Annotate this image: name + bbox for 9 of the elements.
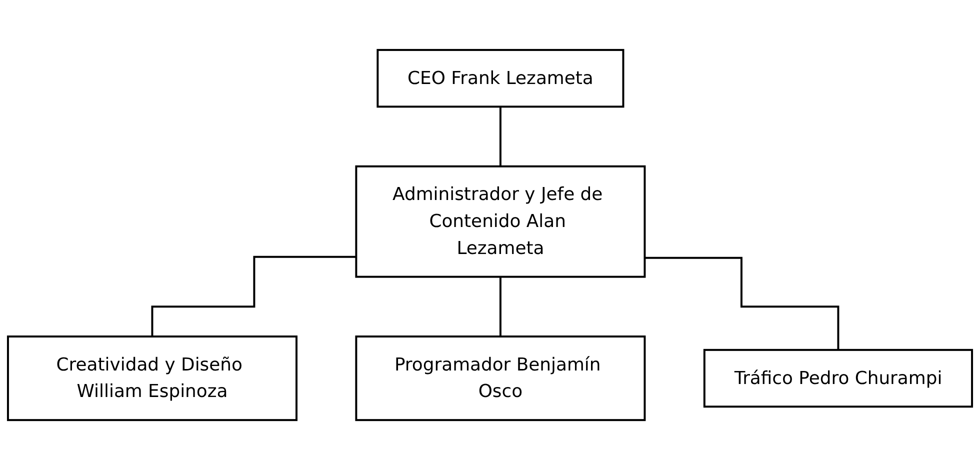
connector <box>499 106 502 168</box>
node-box: Administrador y Jefe de Contenido Alan Lezameta <box>355 165 646 278</box>
node-box: CEO Frank Lezameta <box>376 48 624 108</box>
connector <box>644 256 840 351</box>
node-box: Tráfico Pedro Churampi <box>703 348 974 408</box>
node-box: Creatividad y Diseño William Espinoza <box>6 335 298 422</box>
connector <box>151 256 356 338</box>
connector <box>499 276 502 338</box>
node-box: Programador Benjamín Osco <box>355 335 646 422</box>
